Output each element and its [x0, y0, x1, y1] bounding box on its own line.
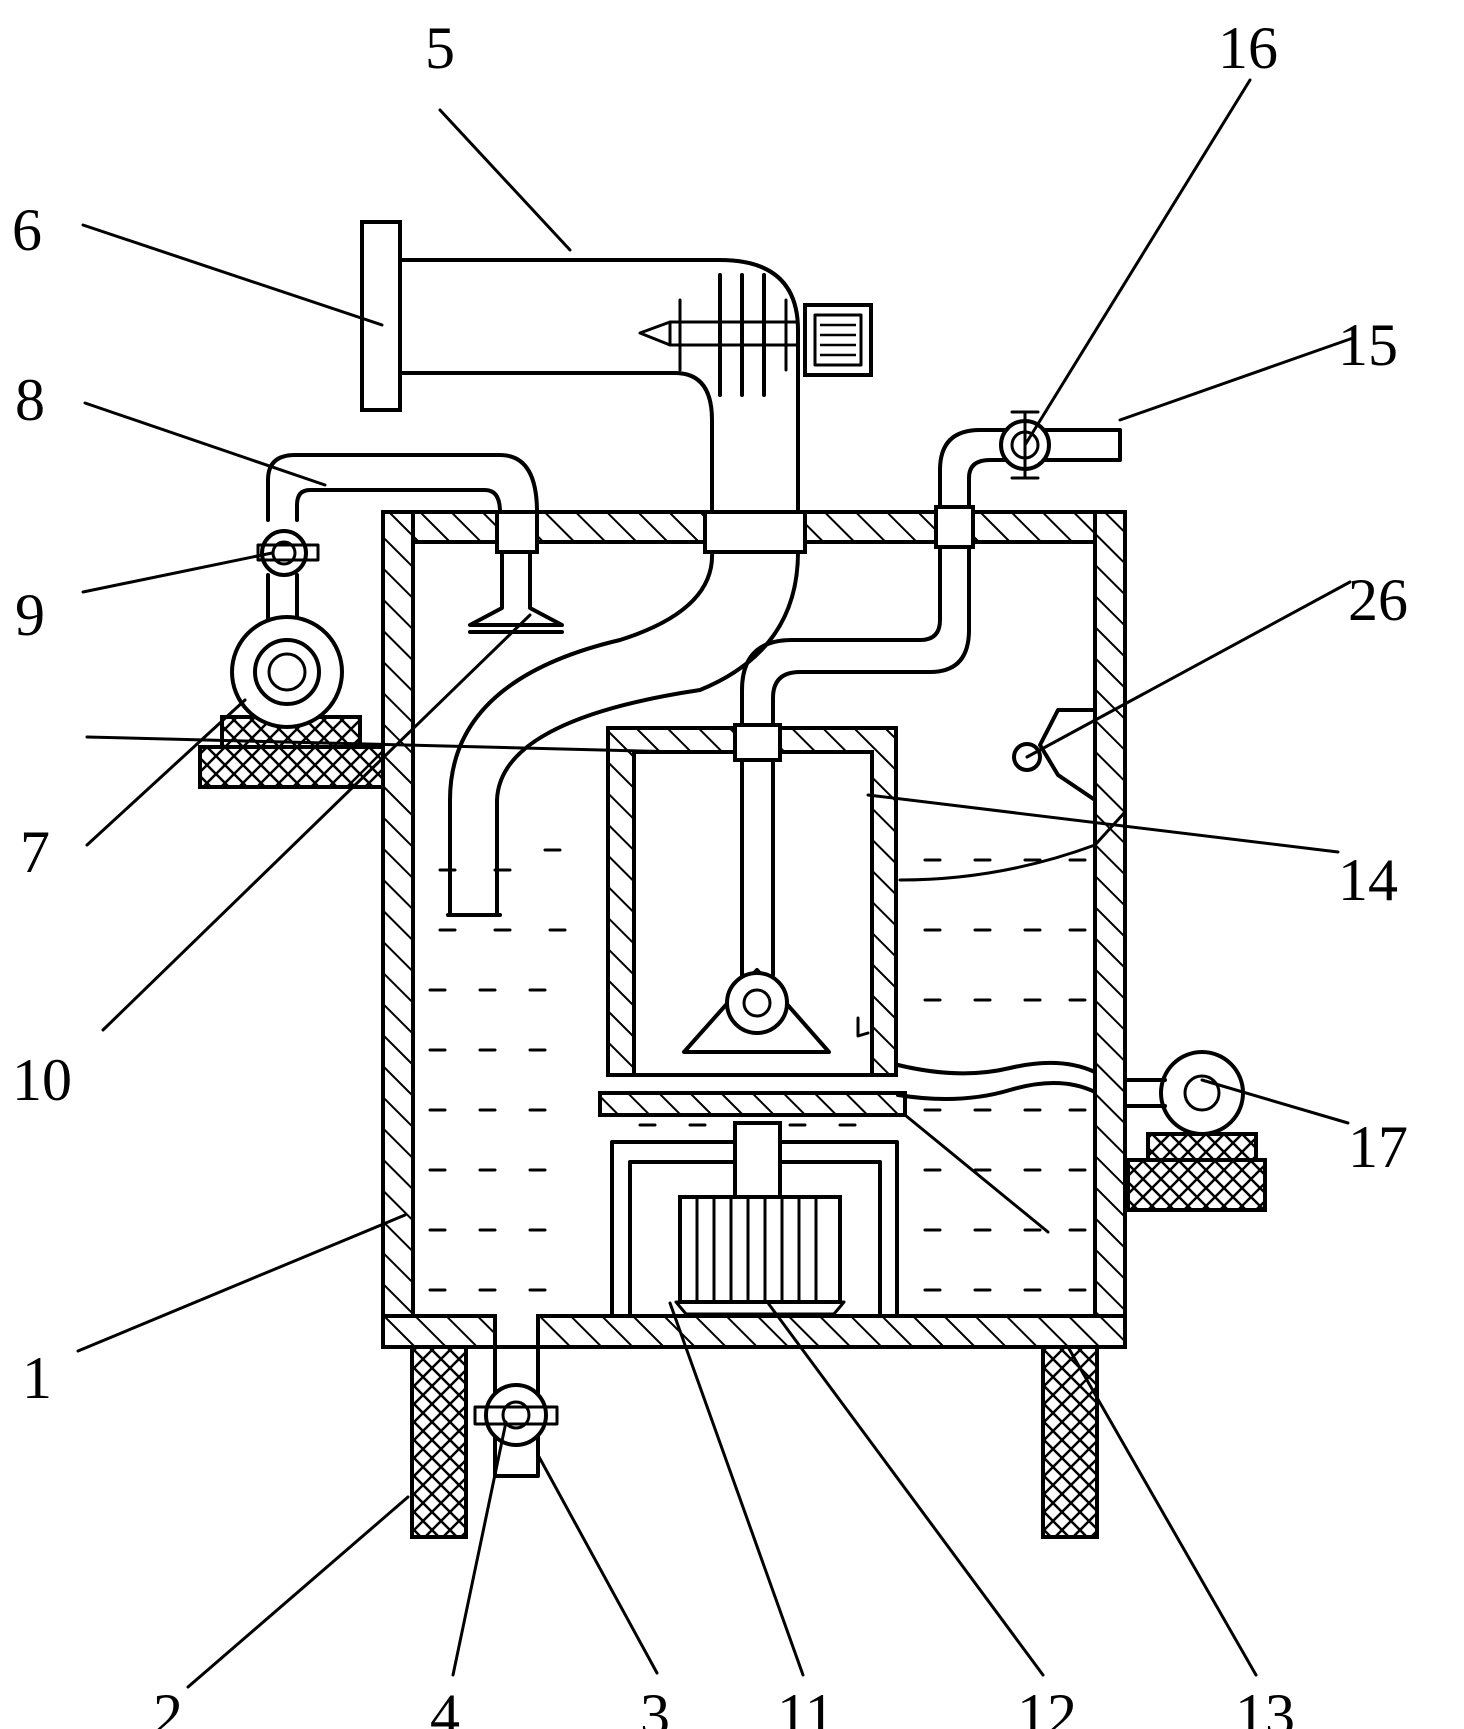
label-14: 14 [1338, 847, 1398, 913]
label-15: 15 [1338, 312, 1398, 378]
label-4: 4 [430, 1682, 460, 1729]
feed-pipe [740, 428, 1122, 727]
label-7: 7 [20, 819, 50, 885]
label-3: 3 [640, 1682, 670, 1729]
label-10: 10 [12, 1047, 72, 1113]
label-1: 1 [22, 1345, 52, 1411]
pump-7 [198, 615, 385, 789]
internal-duct [446, 550, 800, 917]
inner-basket [598, 726, 907, 1117]
leader-lines [76, 78, 1355, 1689]
part-labels: 1 2 3 4 5 6 7 8 9 10 11 12 13 14 15 16 1… [12, 15, 1408, 1729]
motor-housing [610, 1121, 899, 1318]
tank-walls [381, 510, 1127, 1349]
label-26: 26 [1348, 567, 1408, 633]
sensor-26 [1012, 708, 1097, 802]
label-2: 2 [153, 1682, 183, 1729]
hose-17 [896, 1060, 1097, 1101]
legs [410, 1345, 1099, 1539]
stirrer [682, 723, 831, 1054]
label-9: 9 [15, 582, 45, 648]
spray-nozzle-10 [468, 510, 564, 634]
label-13: 13 [1235, 1682, 1295, 1729]
label-8: 8 [15, 367, 45, 433]
water-dashes [428, 848, 1087, 1292]
duct-5 [360, 220, 873, 554]
pump-17 [1123, 1050, 1267, 1212]
label-16: 16 [1218, 15, 1278, 81]
label-6: 6 [12, 197, 42, 263]
drain-pipe [473, 1345, 559, 1478]
label-17: 17 [1348, 1114, 1408, 1180]
label-11: 11 [777, 1682, 835, 1729]
label-5: 5 [425, 15, 455, 81]
label-12: 12 [1017, 1682, 1077, 1729]
